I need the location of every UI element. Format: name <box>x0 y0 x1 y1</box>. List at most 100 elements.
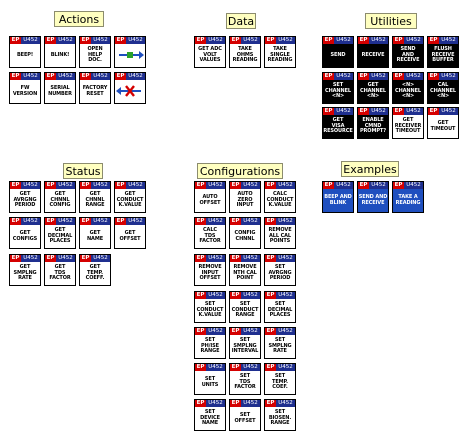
model-badge: U452 <box>336 182 351 188</box>
ep-badge: EP <box>80 73 91 80</box>
ep-badge: EP <box>10 73 21 80</box>
ep-badge: EP <box>115 73 126 80</box>
group-title-status: Status <box>63 163 103 179</box>
vi-badge <box>195 37 225 44</box>
ep-badge: EP <box>230 292 241 299</box>
remove-all-cal-points-vi[interactable]: EP U452 REMOVE ALL CAL POINTS <box>264 217 296 249</box>
vi-badge <box>230 182 260 189</box>
remove-input-offset-vi[interactable]: EP U452 REMOVE INPUT OFFSET <box>194 254 226 286</box>
vi-badge <box>10 73 40 80</box>
group-title-data: Data <box>226 13 256 29</box>
vi-label: BLINK! <box>50 51 70 58</box>
calc-conduct-kvalue-vi[interactable]: EP U452 CALC CONDUCT K.VALUE <box>264 181 296 213</box>
get-conduct-kvalue-vi[interactable]: EP U452 GET CONDUCT K.VALUE <box>114 181 146 213</box>
vi-badge <box>45 37 75 44</box>
ep-badge: EP <box>428 108 439 115</box>
take-a-reading-example-vi[interactable]: EP U452 TAKE A READING <box>392 181 424 213</box>
model-badge: U452 <box>371 108 386 114</box>
vi-label: SET TEMP. COEF. <box>272 373 288 391</box>
take-ohms-reading-vi[interactable]: EP U452 TAKE OHMS READING <box>229 36 261 68</box>
ep-badge: EP <box>10 218 21 225</box>
send-and-receive-vi[interactable]: EP U452 SEND AND RECEIVE <box>392 36 424 68</box>
model-badge: U452 <box>93 37 108 43</box>
set-ph-ise-range-vi[interactable]: EP U452 SET PH/ISE RANGE <box>194 327 226 359</box>
beep-vi[interactable]: EP U452 BEEP! <box>9 36 41 68</box>
vi-badge <box>45 255 75 262</box>
set-channel-vi[interactable]: EP U452 SET CHANNEL <N> <box>322 72 354 104</box>
set-smplng-rate-vi[interactable]: EP U452 SET SMPLNG RATE <box>264 327 296 359</box>
set-biosen-range-vi[interactable]: EP U452 SET BIOSEN. RANGE <box>264 399 296 431</box>
close-vi[interactable]: EP U452 <box>114 72 146 104</box>
vi-badge <box>323 182 353 189</box>
vi-label: <N> CHANNEL <N> <box>393 80 423 103</box>
set-offset-vi[interactable]: EP U452 SET OFFSET <box>229 399 261 431</box>
vi-label: REMOVE ALL CAL POINTS <box>268 227 292 245</box>
fw-version-vi[interactable]: EP U452 FW VERSION <box>9 72 41 104</box>
send-and-receive-example-vi[interactable]: EP U452 SEND AND RECEIVE <box>357 181 389 213</box>
get-chnnl-range-vi[interactable]: EP U452 GET CHNNL RANGE <box>79 181 111 213</box>
ep-badge: EP <box>358 37 369 44</box>
vi-badge <box>358 73 388 80</box>
factory-reset-vi[interactable]: EP U452 FACTORY RESET <box>79 72 111 104</box>
arrows-vi[interactable]: EP U452 <box>114 36 146 68</box>
get-smplng-rate-vi[interactable]: EP U452 GET SMPLNG RATE <box>9 254 41 286</box>
set-units-vi[interactable]: EP U452 SET UNITS <box>194 363 226 395</box>
remove-nth-cal-point-vi[interactable]: EP U452 REMOVE NTH CAL POINT <box>229 254 261 286</box>
get-adc-volt-vi[interactable]: EP U452 GET ADC VOLT VALUES <box>194 36 226 68</box>
get-temp-coeff-vi[interactable]: EP U452 GET TEMP. COEFF. <box>79 254 111 286</box>
set-temp-coef-vi[interactable]: EP U452 SET TEMP. COEF. <box>264 363 296 395</box>
model-badge: U452 <box>128 73 143 79</box>
vi-label: GET CONDUCT K.VALUE <box>116 191 144 209</box>
beep-and-blink-example-vi[interactable]: EP U452 BEEP AND BLINK <box>322 181 354 213</box>
get-decimal-places-vi[interactable]: EP U452 GET DECIMAL PLACES <box>44 217 76 249</box>
get-offset-vi[interactable]: EP U452 GET OFFSET <box>114 217 146 249</box>
ep-badge: EP <box>195 292 206 299</box>
enable-cmnd-prompt-vi[interactable]: EP U452 ENABLE CMND PROMPT? <box>357 107 389 139</box>
get-visa-resource-vi[interactable]: EP U452 GET VISA RESOURCE <box>322 107 354 139</box>
vi-badge <box>230 400 260 407</box>
set-smplng-interval-vi[interactable]: EP U452 SET SMPLNG INTERVAL <box>229 327 261 359</box>
model-badge: U452 <box>208 37 223 43</box>
vi-label: AUTO OFFSET <box>199 193 221 206</box>
flush-receive-buffer-vi[interactable]: EP U452 FLUSH RECEIVE BUFFER <box>427 36 459 68</box>
auto-zero-input-vi[interactable]: EP U452 AUTO ZERO INPUT <box>229 181 261 213</box>
config-chnnl-vi[interactable]: EP U452 CONFIG CHNNL <box>229 217 261 249</box>
set-conduct-kvalue-vi[interactable]: EP U452 SET CONDUCT K.VALUE <box>194 291 226 323</box>
set-device-name-vi[interactable]: EP U452 SET DEVICE NAME <box>194 399 226 431</box>
get-chnnl-config-vi[interactable]: EP U452 GET CHNNL CONFIG <box>44 181 76 213</box>
channel-n-vi[interactable]: EP U452 <N> CHANNEL <N> <box>392 72 424 104</box>
vi-badge <box>428 37 458 44</box>
model-badge: U452 <box>93 255 108 261</box>
serial-number-vi[interactable]: EP U452 SERIAL NUMBER <box>44 72 76 104</box>
ep-badge: EP <box>195 218 206 225</box>
ep-badge: EP <box>80 37 91 44</box>
group-title-configurations: Configurations <box>197 163 283 179</box>
model-badge: U452 <box>441 37 456 43</box>
vi-badge <box>195 182 225 189</box>
vi-label: CALC CONDUCT K.VALUE <box>266 191 294 209</box>
set-conduct-range-vi[interactable]: EP U452 SET CONDUCT RANGE <box>229 291 261 323</box>
vi-badge <box>80 37 110 44</box>
get-name-vi[interactable]: EP U452 GET NAME <box>79 217 111 249</box>
model-badge: U452 <box>208 328 223 334</box>
blink-vi[interactable]: EP U452 BLINK! <box>44 36 76 68</box>
cal-channel-vi[interactable]: EP U452 CAL CHANNEL <N> <box>427 72 459 104</box>
open-help-doc-vi[interactable]: EP U452 OPEN HELP DOC. <box>79 36 111 68</box>
receive-vi[interactable]: EP U452 RECEIVE <box>357 36 389 68</box>
set-decimal-places-vi[interactable]: EP U452 SET DECIMAL PLACES <box>264 291 296 323</box>
calc-tds-factor-vi[interactable]: EP U452 CALC TDS FACTOR <box>194 217 226 249</box>
ep-badge: EP <box>115 182 126 189</box>
set-tds-factor-vi[interactable]: EP U452 SET TDS FACTOR <box>229 363 261 395</box>
send-vi[interactable]: EP U452 SEND <box>322 36 354 68</box>
get-tds-factor-vi[interactable]: EP U452 GET TDS FACTOR <box>44 254 76 286</box>
get-configs-vi[interactable]: EP U452 GET CONFIGS <box>9 217 41 249</box>
get-timeout-vi[interactable]: EP U452 GET TIMEOUT <box>427 107 459 139</box>
vi-label: BEEP! <box>16 51 34 58</box>
set-avrgng-period-vi[interactable]: EP U452 SET AVRGNG PERIOD <box>264 254 296 286</box>
take-single-reading-vi[interactable]: EP U452 TAKE SINGLE READING <box>264 36 296 68</box>
get-channel-vi[interactable]: EP U452 GET CHANNEL <N> <box>357 72 389 104</box>
ep-badge: EP <box>10 255 21 262</box>
auto-offset-vi[interactable]: EP U452 AUTO OFFSET <box>194 181 226 213</box>
get-avrgng-period-vi[interactable]: EP U452 GET AVRGNG PERIOD <box>9 181 41 213</box>
get-receiver-timeout-vi[interactable]: EP U452 GET RECEIVER TIMEOUT <box>392 107 424 139</box>
